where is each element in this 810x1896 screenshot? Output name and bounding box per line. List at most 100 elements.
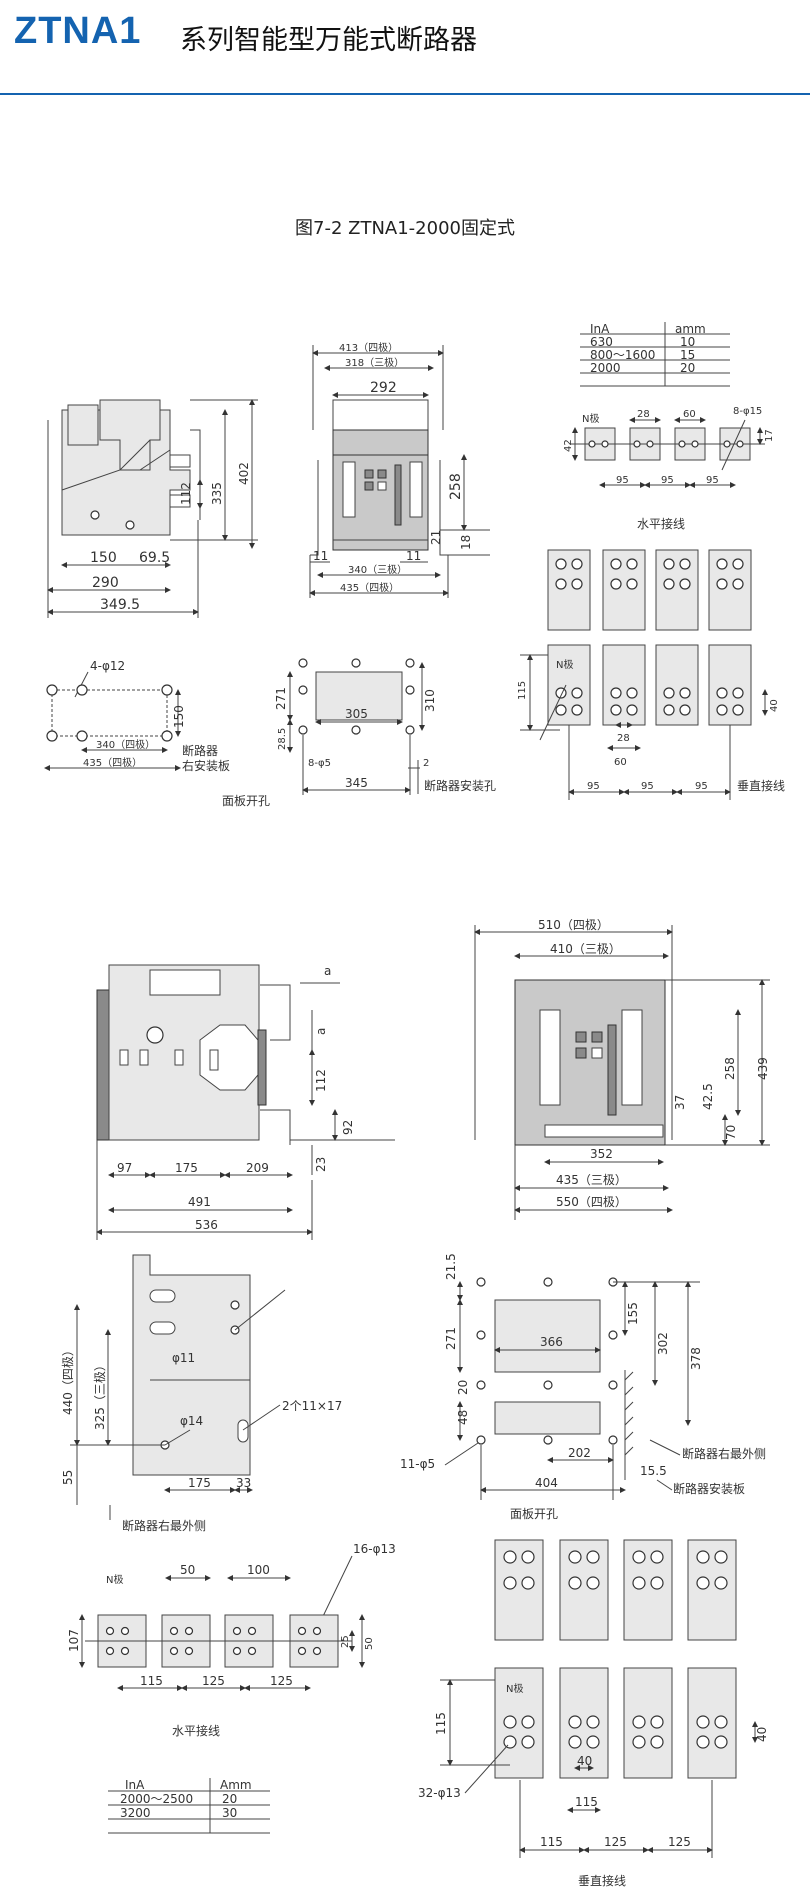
table-cell: 30 — [222, 1806, 237, 1820]
dim-text: 33 — [236, 1476, 251, 1490]
dim-text: 435（四极） — [83, 756, 142, 769]
top-panel-cutout: 305 271 28.5 310 8-φ5 2 345 面板开孔 断路器安装孔 — [222, 658, 496, 808]
table-cell: 20 — [222, 1792, 237, 1806]
dim-text: 60 — [683, 409, 696, 420]
header-title: 系列智能型万能式断路器 — [180, 25, 477, 56]
table-cell: 15 — [680, 348, 695, 362]
dim-text: 349.5 — [100, 597, 140, 613]
table-header: InA — [125, 1778, 145, 1792]
table-cell: 3200 — [120, 1806, 151, 1820]
table-header: InA — [590, 322, 610, 336]
pole-label: N极 — [556, 658, 573, 671]
dim-text: 95 — [695, 781, 708, 792]
dim-text: 302 — [656, 1332, 670, 1355]
caption: 断路器安装孔 — [424, 778, 496, 793]
dim-text: 115 — [517, 681, 528, 700]
dim-text: 115 — [540, 1835, 563, 1849]
dim-text: 115 — [575, 1795, 598, 1809]
dim-text: 8-φ5 — [308, 758, 331, 769]
dim-text: 340（三极） — [348, 563, 407, 576]
table-header: amm — [675, 322, 706, 336]
dim-text: 209 — [246, 1161, 269, 1175]
caption: 断路器右最外侧 — [122, 1518, 206, 1533]
dim-text: 18 — [459, 535, 473, 550]
table-cell: 630 — [590, 335, 613, 349]
bottom-front-view: 510（四极） 410（三极） 258 439 37 42.5 70 352 4… — [474, 918, 770, 1220]
top-horizontal-wiring: N极 28 60 8-φ15 42 17 95 95 95 水平接线 — [563, 406, 775, 531]
dim-text: 15.5 — [640, 1464, 667, 1478]
dim-text: 310 — [423, 689, 437, 712]
dim-text: 440（四极） — [61, 1344, 75, 1415]
bottom-current-table: InA Amm 2000～2500 20 3200 30 — [108, 1778, 270, 1834]
dim-text: 92 — [341, 1120, 355, 1135]
table-header: Amm — [220, 1778, 252, 1792]
dim-text: 435（三极） — [556, 1173, 627, 1187]
dim-text: a — [314, 1028, 328, 1035]
dim-text: 202 — [568, 1446, 591, 1460]
dim-text: 21.5 — [444, 1253, 458, 1280]
dim-text: 8-φ15 — [733, 406, 762, 417]
dim-text: 42 — [563, 439, 574, 452]
dim-text: 11-φ5 — [400, 1457, 435, 1471]
caption: 断路器安装板 — [673, 1481, 745, 1496]
dim-text: 40 — [577, 1754, 592, 1768]
dim-text: 155 — [626, 1302, 640, 1325]
dim-text: 125 — [270, 1674, 293, 1688]
dim-text: 325（三极） — [93, 1359, 107, 1430]
dim-text: 40 — [769, 699, 780, 712]
dim-text: 95 — [641, 781, 654, 792]
dim-text: 11 — [406, 549, 421, 563]
dim-text: 112 — [179, 482, 193, 505]
caption: 右安装板 — [182, 758, 230, 773]
dim-text: 271 — [274, 687, 288, 710]
dim-text: 28 — [637, 409, 650, 420]
dim-text: 292 — [370, 380, 397, 396]
dim-text: 11 — [313, 549, 328, 563]
dim-text: 28.5 — [277, 728, 288, 750]
dim-text: 42.5 — [701, 1083, 715, 1110]
dim-text: 335 — [210, 482, 224, 505]
caption: 面板开孔 — [222, 794, 270, 808]
bottom-panel-cutout: 366 21.5 271 20 48 155 302 378 11-φ5 202… — [400, 1253, 766, 1521]
caption: 断路器右最外侧 — [682, 1446, 766, 1461]
dim-text: 125 — [604, 1835, 627, 1849]
dim-text: a — [324, 964, 331, 978]
dim-text: φ14 — [180, 1414, 203, 1428]
dim-text: 550（四极） — [556, 1195, 627, 1209]
figure-title: 图7-2 ZTNA1-2000固定式 — [295, 218, 515, 239]
dim-text: 23 — [314, 1157, 328, 1172]
dim-text: 2个11×17 — [282, 1399, 342, 1413]
dim-text: 21 — [429, 530, 443, 545]
dim-text: 491 — [188, 1195, 211, 1209]
dim-text: 340（四极） — [96, 738, 155, 751]
top-current-table: InA amm 630 10 800～1600 15 2000 20 — [580, 322, 730, 387]
dim-text: 50 — [180, 1563, 195, 1577]
pole-label: N极 — [106, 1573, 123, 1586]
bottom-vertical-wiring: N极 115 40 32-φ13 40 115 115 125 125 垂直接线 — [418, 1539, 769, 1888]
dim-text: 16-φ13 — [353, 1542, 396, 1556]
dim-text: 318（三极） — [345, 356, 404, 369]
dim-text: 32-φ13 — [418, 1786, 461, 1800]
dim-text: 115 — [140, 1674, 163, 1688]
dim-text: 48 — [456, 1410, 470, 1425]
dim-text: 95 — [587, 781, 600, 792]
dim-text: 345 — [345, 776, 368, 790]
dim-text: 305 — [345, 707, 368, 721]
dim-text: 50 — [364, 1637, 375, 1650]
dim-text: 150 — [90, 550, 117, 566]
dim-text: 378 — [689, 1347, 703, 1370]
dim-text: 352 — [590, 1147, 613, 1161]
dim-text: 100 — [247, 1563, 270, 1577]
bottom-horizontal-wiring: 16-φ13 N极 50 100 107 25 50 115 125 125 水… — [67, 1542, 396, 1738]
pole-label: N极 — [506, 1682, 523, 1695]
dim-text: 258 — [448, 473, 464, 500]
table-cell: 2000 — [590, 361, 621, 375]
dim-text: 55 — [61, 1470, 75, 1485]
brand-title: ZTNA1 — [14, 10, 142, 52]
top-mount-plate: 4-φ12 150 340（四极） 435（四极） 断路器 右安装板 — [44, 659, 230, 773]
table-cell: 2000～2500 — [120, 1792, 193, 1806]
header-rule — [0, 93, 810, 95]
dim-text: 258 — [723, 1057, 737, 1080]
dim-text: 410（三极） — [550, 942, 621, 956]
dim-text: 150 — [172, 705, 186, 728]
